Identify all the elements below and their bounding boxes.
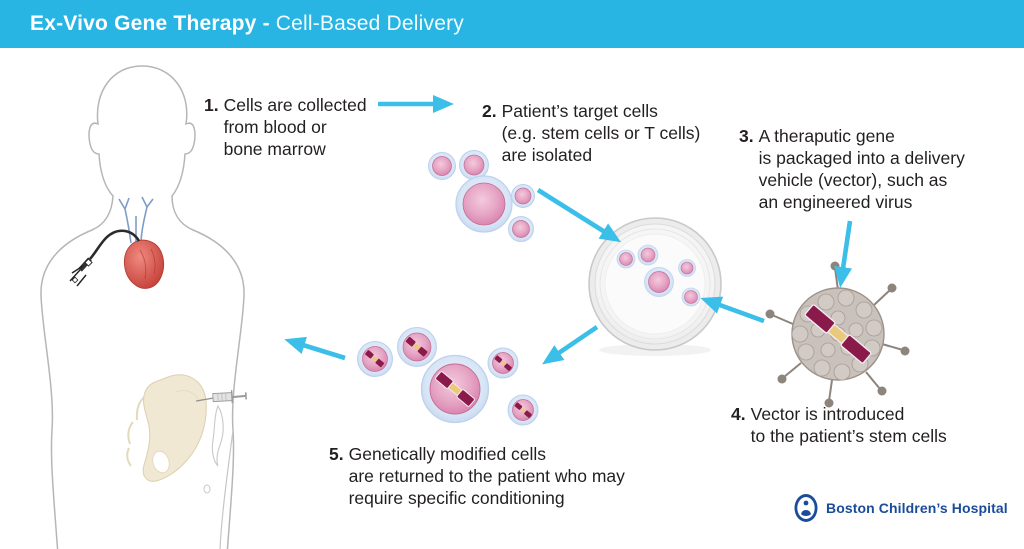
heart-icon	[124, 239, 165, 289]
arrow-cells-to-patient	[284, 336, 346, 361]
cell	[455, 175, 513, 233]
blood-vessels-icon	[118, 196, 154, 244]
cell	[511, 184, 535, 208]
cells-in-dish	[616, 244, 701, 307]
hospital-logo-emblem-icon	[794, 494, 818, 522]
header-bar: Ex-Vivo Gene Therapy -Cell-Based Deliver…	[0, 0, 1024, 48]
arrow-virus-to-dish	[700, 296, 765, 324]
modified-cell	[487, 347, 519, 379]
step-1-number: 1.	[204, 95, 219, 115]
step-1-text: Cells are collected from blood or bone m…	[223, 95, 367, 159]
modified-cell	[420, 354, 490, 424]
cell	[459, 150, 489, 180]
engineered-virus-vector-icon	[765, 261, 910, 408]
modified-cell	[357, 341, 393, 377]
arrow-step3-to-virus	[834, 220, 853, 288]
step-5-number: 5.	[329, 444, 344, 464]
heart-with-catheter-icon	[69, 196, 165, 289]
flow-arrows	[284, 95, 853, 365]
cell	[428, 152, 456, 180]
arrow-cells-to-dish	[536, 188, 622, 243]
step-2-number: 2.	[482, 101, 497, 121]
catheter-icon	[69, 229, 141, 287]
therapeutic-gene-icon	[804, 304, 872, 364]
modified-cell	[507, 394, 539, 426]
step-5-text: Genetically modified cells are returned …	[348, 444, 625, 508]
step-3-text: A theraputic gene is packaged into a del…	[758, 126, 965, 212]
step-4-text: Vector is introduced to the patient’s st…	[750, 404, 947, 446]
cell	[508, 216, 534, 242]
hospital-logo: Boston Children’s Hospital	[793, 492, 1008, 524]
step-1: 1. Cells are collected from blood or bon…	[204, 94, 389, 160]
hip-bone-with-syringe-icon	[126, 374, 247, 494]
step-5: 5. Genetically modified cells are return…	[329, 443, 649, 509]
arrow-dish-to-modified-cells	[542, 325, 599, 365]
virus-spikes	[765, 261, 910, 408]
petri-dish-icon	[588, 217, 722, 356]
step-4: 4. Vector is introduced to the patient’s…	[731, 403, 981, 447]
modified-cell	[397, 327, 437, 367]
step-3: 3. A theraputic gene is packaged into a …	[739, 125, 989, 213]
page-title-light: Cell-Based Delivery	[275, 12, 464, 35]
page-title: Ex-Vivo Gene Therapy -Cell-Based Deliver…	[30, 12, 464, 36]
page-title-bold: Ex-Vivo Gene Therapy -	[30, 12, 270, 35]
step-4-number: 4.	[731, 404, 746, 424]
step-2-text: Patient’s target cells (e.g. stem cells …	[501, 101, 701, 165]
step-3-number: 3.	[739, 126, 754, 146]
syringe-icon	[196, 390, 247, 404]
hospital-logo-text: Boston Children’s Hospital	[826, 500, 1008, 516]
modified-cell-cluster-icon	[357, 327, 539, 426]
stem-cell-cluster-icon	[428, 150, 535, 242]
step-2: 2. Patient’s target cells (e.g. stem cel…	[482, 100, 722, 166]
